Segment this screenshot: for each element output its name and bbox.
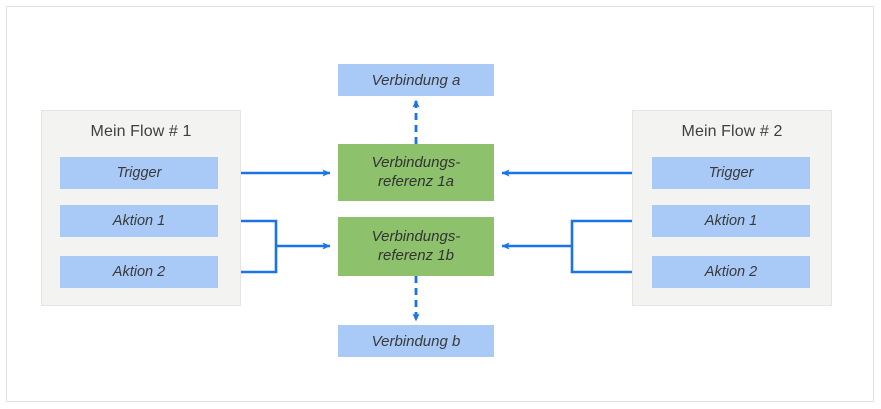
flow1-step-aktion-1-label: Aktion 1 [112, 213, 166, 229]
connection-a[interactable]: Verbindung a [338, 64, 494, 96]
connection-b[interactable]: Verbindung b [338, 325, 494, 357]
flow2-step-aktion-2[interactable]: Aktion 2 [652, 256, 810, 288]
flow2-step-aktion-1-label: Aktion 1 [704, 213, 758, 229]
flow2-step-trigger-label: Trigger [708, 165, 754, 181]
flow-group-1-title: Mein Flow # 1 [90, 123, 192, 140]
flow-group-2-title: Mein Flow # 2 [681, 123, 783, 140]
flow2-step-aktion-2-label: Aktion 2 [704, 264, 758, 280]
connection-reference-1a[interactable]: Verbindungs- referenz 1a [338, 144, 494, 201]
flow2-step-trigger[interactable]: Trigger [652, 157, 810, 189]
flow1-step-aktion-2-label: Aktion 2 [112, 264, 166, 280]
flow1-step-trigger-label: Trigger [116, 165, 162, 181]
connection-a-label: Verbindung a [371, 71, 461, 89]
connection-reference-1a-label: Verbindungs- referenz 1a [371, 153, 461, 190]
flow1-step-trigger[interactable]: Trigger [60, 157, 218, 189]
connection-b-label: Verbindung b [371, 332, 461, 350]
flow1-step-aktion-2[interactable]: Aktion 2 [60, 256, 218, 288]
flow2-step-aktion-1[interactable]: Aktion 1 [652, 205, 810, 237]
connection-reference-1b[interactable]: Verbindungs- referenz 1b [338, 217, 494, 276]
flow1-step-aktion-1[interactable]: Aktion 1 [60, 205, 218, 237]
connection-reference-1b-label: Verbindungs- referenz 1b [371, 227, 461, 264]
